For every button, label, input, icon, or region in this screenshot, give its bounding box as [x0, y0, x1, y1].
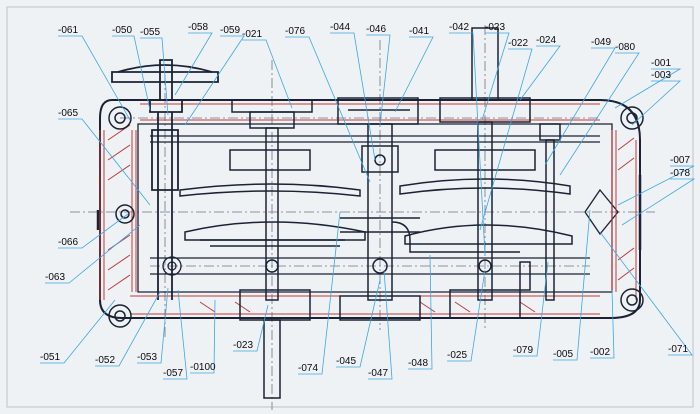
label-041: -041 — [409, 26, 430, 37]
leader-047 — [368, 269, 393, 380]
label-051: -051 — [40, 352, 61, 363]
leader-055 — [140, 37, 169, 116]
label-047: -047 — [368, 368, 389, 379]
leader-007 — [617, 165, 695, 206]
leader-023-bottom — [233, 304, 269, 352]
leader-074 — [298, 211, 341, 375]
leader-021 — [242, 39, 293, 109]
label-023-top: -023 — [485, 22, 506, 33]
label-049: -049 — [591, 37, 612, 48]
leader-041 — [394, 36, 434, 113]
leader-053 — [137, 287, 169, 364]
label-005: -005 — [553, 349, 574, 360]
leader-003 — [631, 80, 682, 126]
horizontal-rods — [150, 135, 600, 276]
corner-bolts — [108, 106, 644, 328]
label-001: -001 — [651, 58, 672, 69]
label-071: -071 — [668, 344, 689, 355]
label-024: -024 — [536, 35, 557, 46]
leader-071 — [599, 231, 693, 356]
leader-023-top — [481, 32, 510, 121]
label-025: -025 — [447, 350, 468, 361]
label-080: -080 — [615, 42, 636, 53]
leader-048 — [408, 254, 433, 370]
label-045: -045 — [336, 356, 357, 367]
label-021: -021 — [242, 29, 263, 40]
label-057: -057 — [163, 368, 184, 379]
leader-044 — [330, 32, 376, 161]
leader-078 — [621, 178, 696, 226]
leader-066 — [58, 213, 129, 249]
label-007: -007 — [670, 155, 691, 166]
label-061: -061 — [58, 25, 79, 36]
right-gear-set — [399, 27, 573, 319]
leader-005 — [553, 209, 591, 361]
label-052: -052 — [95, 355, 116, 366]
label-059: -059 — [220, 25, 241, 36]
label-046: -046 — [366, 24, 387, 35]
leader-051 — [40, 299, 116, 364]
leader-065 — [58, 118, 151, 206]
leader-050 — [112, 35, 151, 111]
leader-0100 — [190, 299, 216, 374]
label-074: -074 — [298, 363, 319, 374]
label-066: -066 — [58, 237, 79, 248]
label-023-bottom: -023 — [233, 340, 254, 351]
label-022: -022 — [508, 38, 529, 49]
leader-045 — [336, 279, 381, 368]
label-0100: -0100 — [190, 362, 216, 373]
label-063: -063 — [45, 272, 66, 283]
sheet-border — [6, 6, 694, 408]
label-042: -042 — [449, 22, 470, 33]
label-053: -053 — [137, 352, 158, 363]
leader-024 — [519, 45, 561, 101]
leader-049 — [544, 47, 616, 166]
label-048: -048 — [408, 358, 429, 369]
leader-lines — [40, 32, 696, 380]
leader-052 — [95, 291, 161, 367]
leader-076 — [285, 36, 371, 183]
leader-061 — [58, 35, 131, 121]
label-002: -002 — [590, 347, 611, 358]
label-078: -078 — [670, 168, 691, 179]
leader-001 — [614, 68, 682, 109]
leader-042 — [449, 32, 486, 256]
leader-022 — [479, 48, 533, 231]
leader-059 — [184, 35, 245, 126]
leader-025 — [447, 269, 486, 362]
leader-080 — [559, 52, 640, 176]
leader-057 — [163, 289, 188, 380]
leader-002 — [590, 289, 615, 359]
leader-063 — [45, 224, 141, 284]
leader-079 — [513, 261, 549, 357]
label-076: -076 — [285, 26, 306, 37]
label-058: -058 — [188, 22, 209, 33]
label-044: -044 — [330, 22, 351, 33]
label-065: -065 — [58, 108, 79, 119]
label-003: -003 — [651, 70, 672, 81]
leader-046 — [366, 34, 391, 126]
handwheel-assembly — [111, 59, 219, 300]
label-079: -079 — [513, 345, 534, 356]
label-055: -055 — [140, 27, 161, 38]
leader-058 — [174, 32, 213, 96]
label-050: -050 — [112, 25, 133, 36]
